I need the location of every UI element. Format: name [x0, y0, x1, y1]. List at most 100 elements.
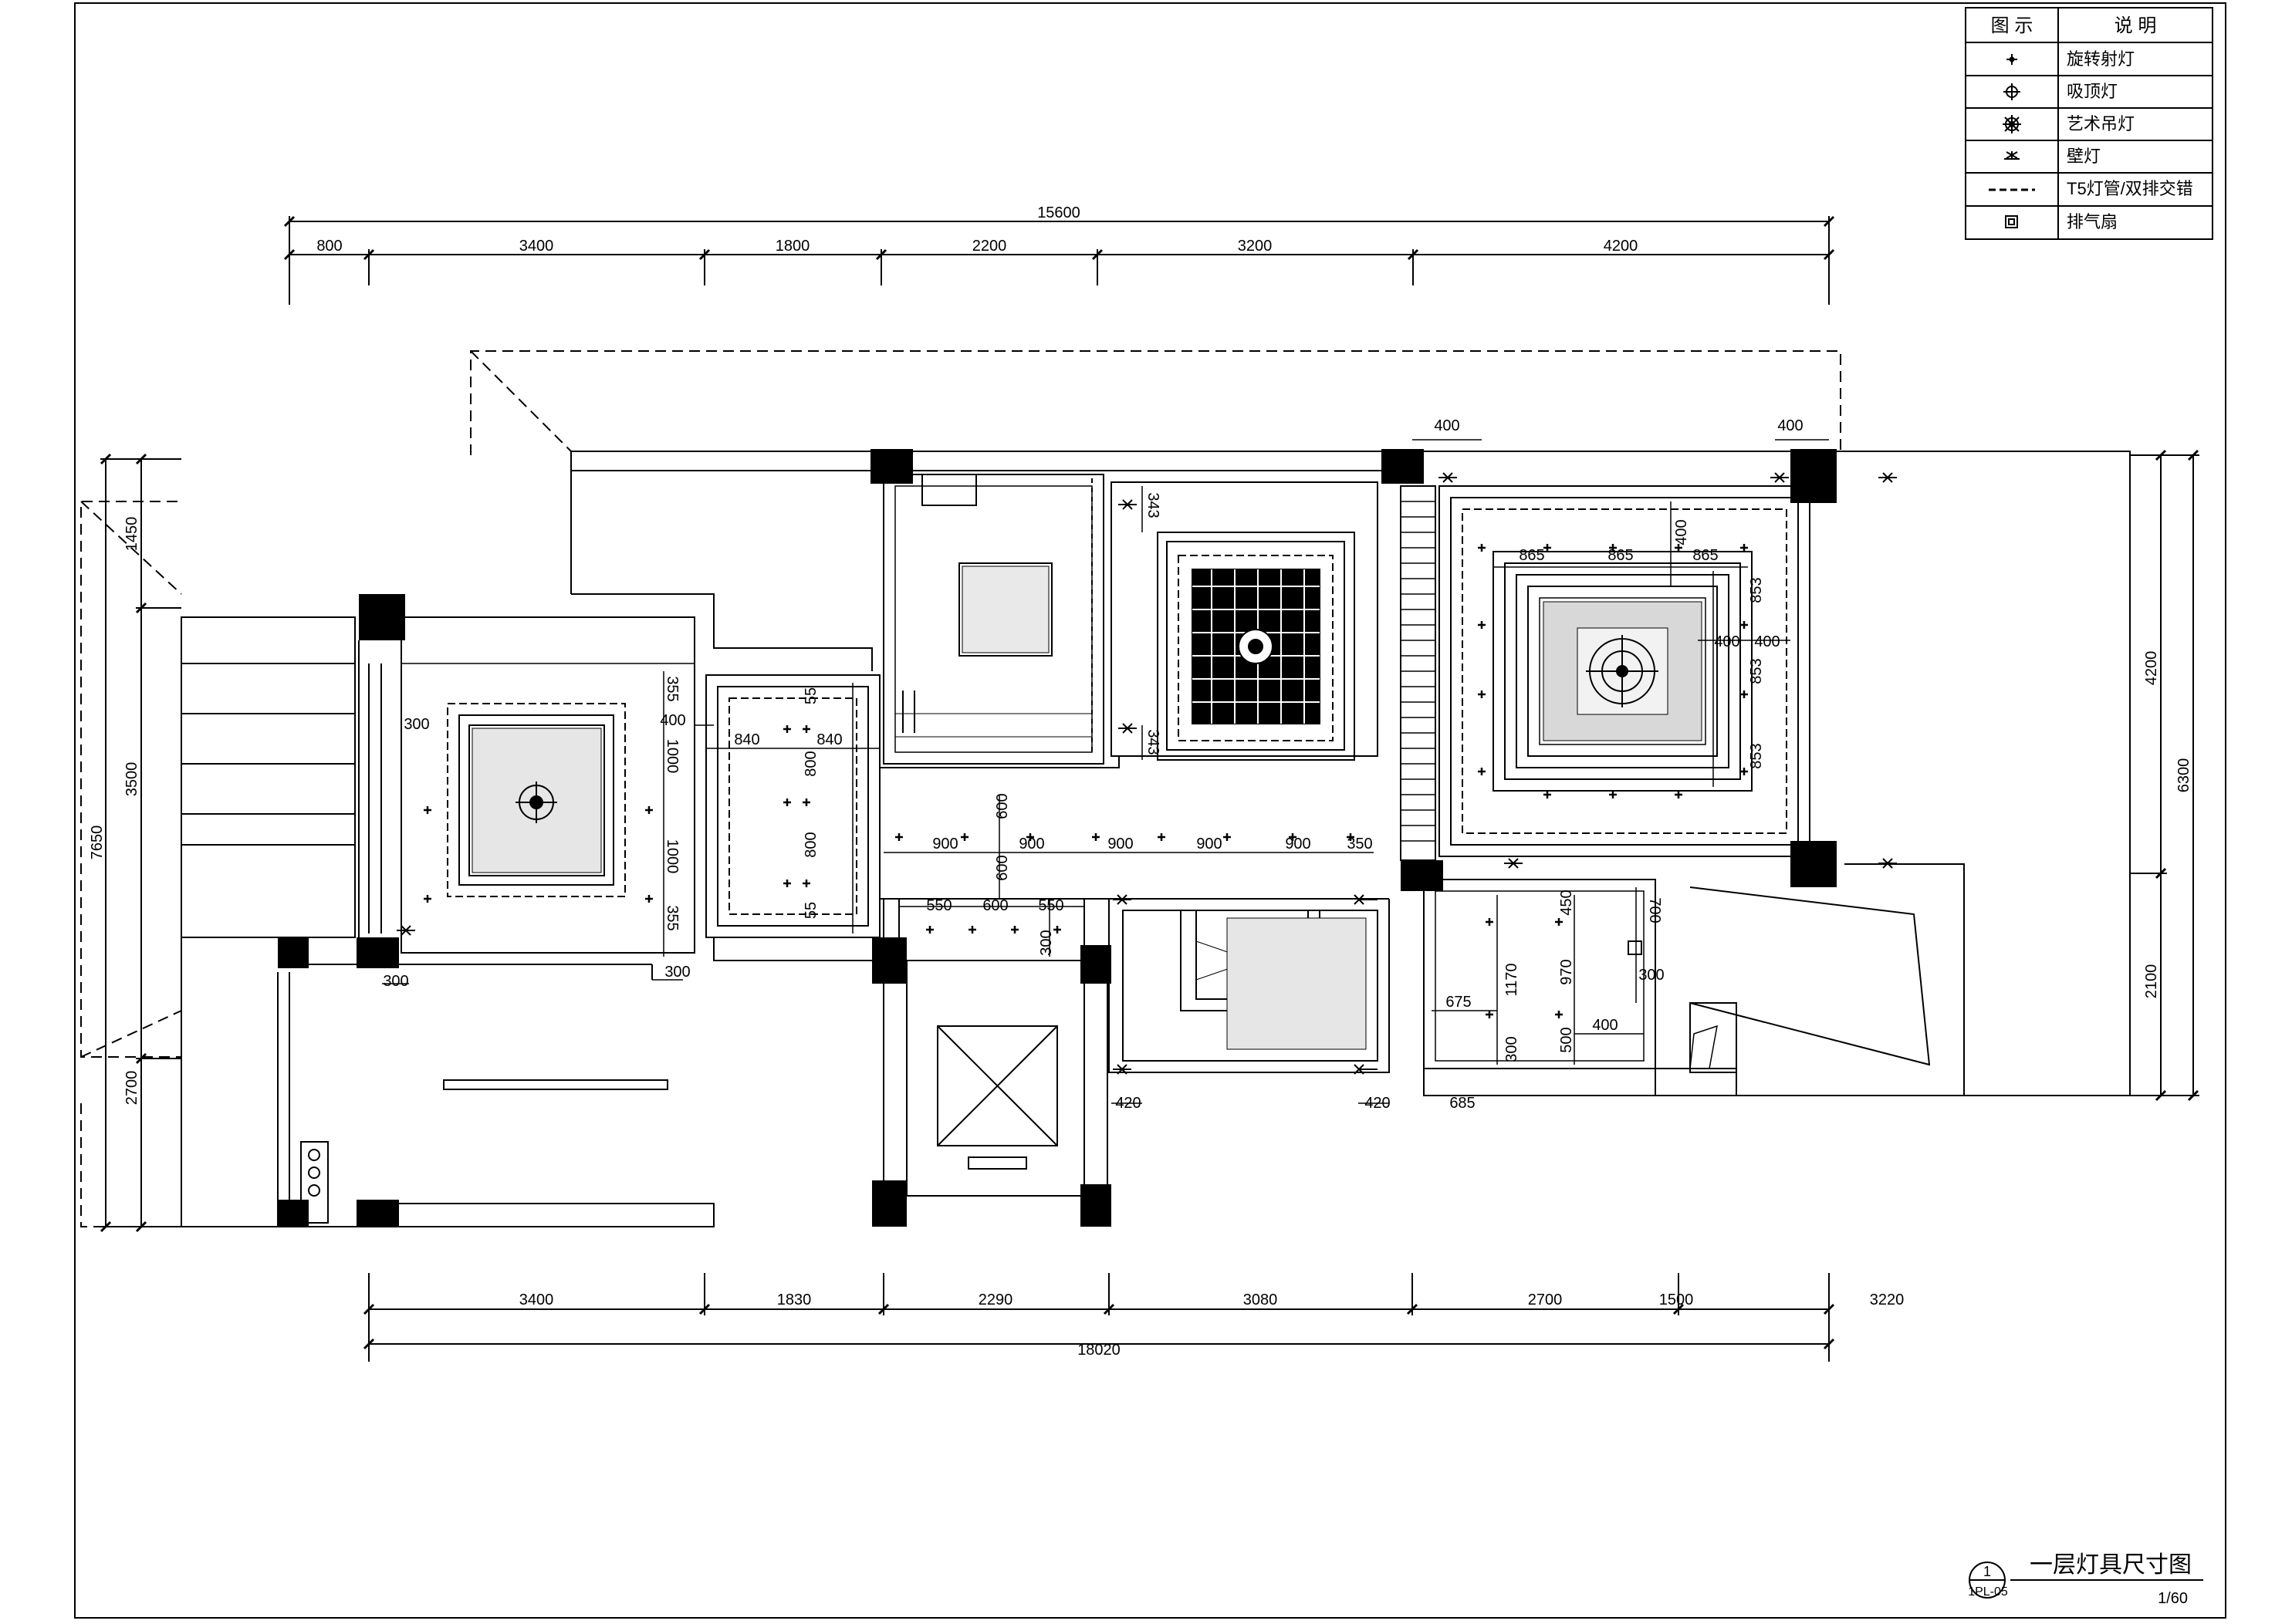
right-dimension-chain: 6300 4200 2100 [2130, 449, 2199, 1102]
legend-label-3: 艺术吊灯 [2067, 114, 2135, 133]
dim-550-a: 550 [926, 897, 952, 914]
interior-dimension-lines [382, 439, 1829, 1104]
left-dimension-chain: 7650 1450 3500 2700 [89, 453, 181, 1233]
top-dim-2: 3400 [519, 238, 554, 255]
dim-865-c: 865 [1692, 547, 1718, 564]
interior-dimension-labels: 400 400 865 865 865 400 853 853 853 400 … [383, 417, 1803, 1112]
right-dim-1: 4200 [2143, 651, 2160, 686]
bottom-total-dimension: 18020 [1077, 1342, 1121, 1359]
bottom-dim-1: 3400 [519, 1291, 554, 1308]
dim-685: 685 [1449, 1095, 1475, 1112]
drawing-title: 一层灯具尺寸图 [2030, 1552, 2192, 1578]
dim-600-a: 600 [994, 793, 1011, 819]
dim-800-a: 800 [803, 751, 820, 776]
wall-lamp-icon [2004, 151, 2020, 160]
dim-55-a: 55 [803, 687, 820, 704]
dim-900-3: 900 [1107, 836, 1133, 853]
overhang-outline [80, 350, 1841, 1227]
legend-label-4: 壁灯 [2067, 147, 2101, 166]
left-dim-2: 3500 [123, 762, 140, 797]
dim-300-c: 300 [383, 973, 408, 990]
dim-300-k: 300 [1638, 967, 1664, 984]
dim-300-b: 300 [1038, 930, 1055, 955]
dim-865-a: 865 [1519, 547, 1544, 564]
dim-400-v: 400 [1673, 519, 1690, 545]
bottom-dim-2: 1830 [777, 1291, 812, 1308]
structural-columns[interactable] [278, 449, 1837, 1227]
top-dim-4: 2200 [972, 238, 1007, 255]
dim-1000-a: 1000 [664, 739, 681, 774]
dim-900-5: 900 [1285, 836, 1310, 853]
top-dim-3: 1800 [776, 238, 810, 255]
dim-400-top-b: 400 [1777, 417, 1803, 434]
dim-350: 350 [1347, 836, 1372, 853]
dim-400-l: 400 [660, 712, 685, 729]
dim-1170: 1170 [1503, 963, 1520, 996]
dim-400-top-a: 400 [1434, 417, 1459, 434]
dim-840-b: 840 [816, 731, 842, 748]
dim-450: 450 [1558, 890, 1575, 915]
dim-420-b: 420 [1364, 1095, 1390, 1112]
stair-treads [1401, 501, 1435, 842]
dim-675: 675 [1445, 994, 1471, 1011]
left-dim-3: 2700 [123, 1071, 140, 1106]
legend-header-desc: 说 明 [2115, 15, 2157, 36]
exhaust-fan-icon [2005, 215, 2018, 228]
left-total-dimension: 7650 [89, 826, 106, 860]
right-dim-2: 2100 [2143, 964, 2160, 999]
title-block: 1 1PL-05 一层灯具尺寸图 1/60 [1968, 1552, 2203, 1607]
right-total-dimension: 6300 [2175, 758, 2192, 793]
dim-853-c: 853 [1748, 743, 1765, 768]
bottom-dim-7: 3220 [1870, 1291, 1905, 1308]
dim-853-a: 853 [1748, 577, 1765, 603]
dim-400-k: 400 [1592, 1017, 1618, 1034]
dim-900-2: 900 [1019, 836, 1044, 853]
dim-420-a: 420 [1115, 1095, 1141, 1112]
chandelier-icon [2003, 115, 2021, 133]
ceiling-light-icon [2003, 83, 2020, 100]
detail-number: 1 [1983, 1564, 1991, 1579]
chandelier-icon [1586, 635, 1658, 707]
dim-600-c: 600 [982, 897, 1008, 914]
dim-840-a: 840 [734, 731, 759, 748]
dim-900-1: 900 [932, 836, 958, 853]
dim-865-b: 865 [1607, 547, 1633, 564]
pattern-diamonds [1192, 569, 1320, 724]
dim-800-b: 800 [803, 832, 820, 857]
wall-lamp-markers [397, 472, 1897, 1075]
chandelier-icon [516, 782, 557, 823]
dim-600-b: 600 [994, 855, 1011, 880]
top-total-dimension: 15600 [1037, 204, 1080, 221]
bottom-dim-4: 3080 [1243, 1291, 1278, 1308]
legend-label-6: 排气扇 [2067, 212, 2118, 231]
legend-label-2: 吸顶灯 [2067, 82, 2118, 101]
bottom-dim-6: 1500 [1659, 1291, 1694, 1308]
bottom-dim-5: 2700 [1528, 1291, 1563, 1308]
dim-400-h-b: 400 [1754, 633, 1780, 650]
rotating-spotlight-icon [2006, 54, 2017, 65]
top-dimension-chain: 15600 800 3400 1800 2200 3200 4200 [283, 204, 1835, 305]
left-dim-1: 1450 [123, 517, 140, 552]
dim-300-d: 300 [664, 964, 690, 981]
bottom-dim-3: 2290 [979, 1291, 1013, 1308]
dim-550-b: 550 [1038, 897, 1063, 914]
drawing-scale: 1/60 [2158, 1590, 2188, 1607]
top-dim-6: 4200 [1604, 238, 1638, 255]
spotlight-markers [424, 544, 1748, 1018]
dim-355-a: 355 [664, 676, 681, 701]
legend-header-symbol: 图 示 [1991, 15, 2033, 36]
dim-55-b: 55 [803, 902, 820, 919]
dim-900-4: 900 [1196, 836, 1222, 853]
legend-label-1: 旋转射灯 [2067, 49, 2135, 69]
top-dim-1: 800 [316, 238, 342, 255]
sheet-reference: 1PL-05 [1968, 1585, 2008, 1599]
dim-343-b: 343 [1144, 729, 1161, 755]
dim-400-h-a: 400 [1714, 633, 1739, 650]
dim-343-a: 343 [1144, 492, 1161, 518]
dim-1000-b: 1000 [664, 839, 681, 874]
legend-table: 图 示 说 明 旋转射灯 吸顶灯 艺术吊灯 壁灯 T5灯管/双排交错 排气 [1965, 7, 2213, 240]
legend-label-5: T5灯管/双排交错 [2067, 179, 2193, 198]
dim-970: 970 [1558, 959, 1575, 984]
dim-300-a: 300 [404, 716, 429, 733]
